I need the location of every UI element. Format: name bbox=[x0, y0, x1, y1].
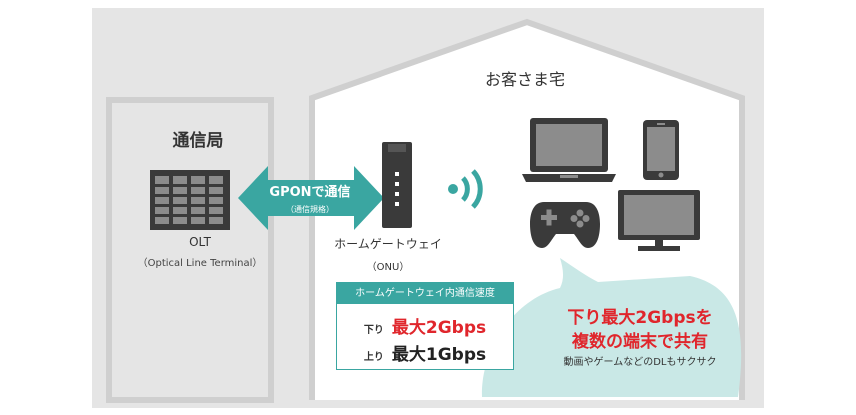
upload-speed-row: 上り 最大1Gbps bbox=[337, 340, 513, 365]
speed-info-header: ホームゲートウェイ内通信速度 bbox=[337, 283, 513, 304]
olt-label: OLT bbox=[189, 235, 211, 249]
router-icon bbox=[382, 142, 412, 228]
speech-bubble-shape bbox=[481, 258, 742, 397]
gpon-label: GPONで通信 bbox=[269, 185, 351, 200]
house-title: お客さま宅 bbox=[484, 70, 565, 89]
server-rack-icon bbox=[150, 170, 230, 230]
gpon-subtitle: （通信規格） bbox=[286, 205, 334, 214]
upload-label: 上り bbox=[363, 352, 384, 363]
station-box bbox=[106, 97, 274, 403]
olt-subtitle: （Optical Line Terminal） bbox=[137, 258, 263, 269]
bubble-headline-1: 下り最大2Gbpsを bbox=[567, 308, 713, 328]
wifi-icon bbox=[448, 169, 483, 209]
download-label: 下り bbox=[363, 325, 384, 336]
bubble-subtext: 動画やゲームなどのDLもサクサク bbox=[563, 357, 717, 368]
speed-info-box: ホームゲートウェイ内通信速度 下り 最大2Gbps 上り 最大1Gbps bbox=[336, 282, 514, 370]
laptop-icon bbox=[522, 118, 616, 182]
monitor-icon bbox=[618, 190, 700, 251]
gateway-label: ホームゲートウェイ bbox=[334, 237, 442, 251]
download-value: 最大2Gbps bbox=[391, 318, 487, 338]
upload-value: 最大1Gbps bbox=[391, 345, 487, 365]
game-controller-icon bbox=[530, 202, 600, 248]
bubble-headline-2: 複数の端末で共有 bbox=[572, 332, 708, 352]
smartphone-icon bbox=[643, 120, 679, 180]
station-title: 通信局 bbox=[172, 131, 224, 151]
double-arrow-icon bbox=[238, 166, 384, 230]
gateway-subtitle: （ONU） bbox=[366, 262, 410, 273]
download-speed-row: 下り 最大2Gbps bbox=[337, 313, 513, 338]
